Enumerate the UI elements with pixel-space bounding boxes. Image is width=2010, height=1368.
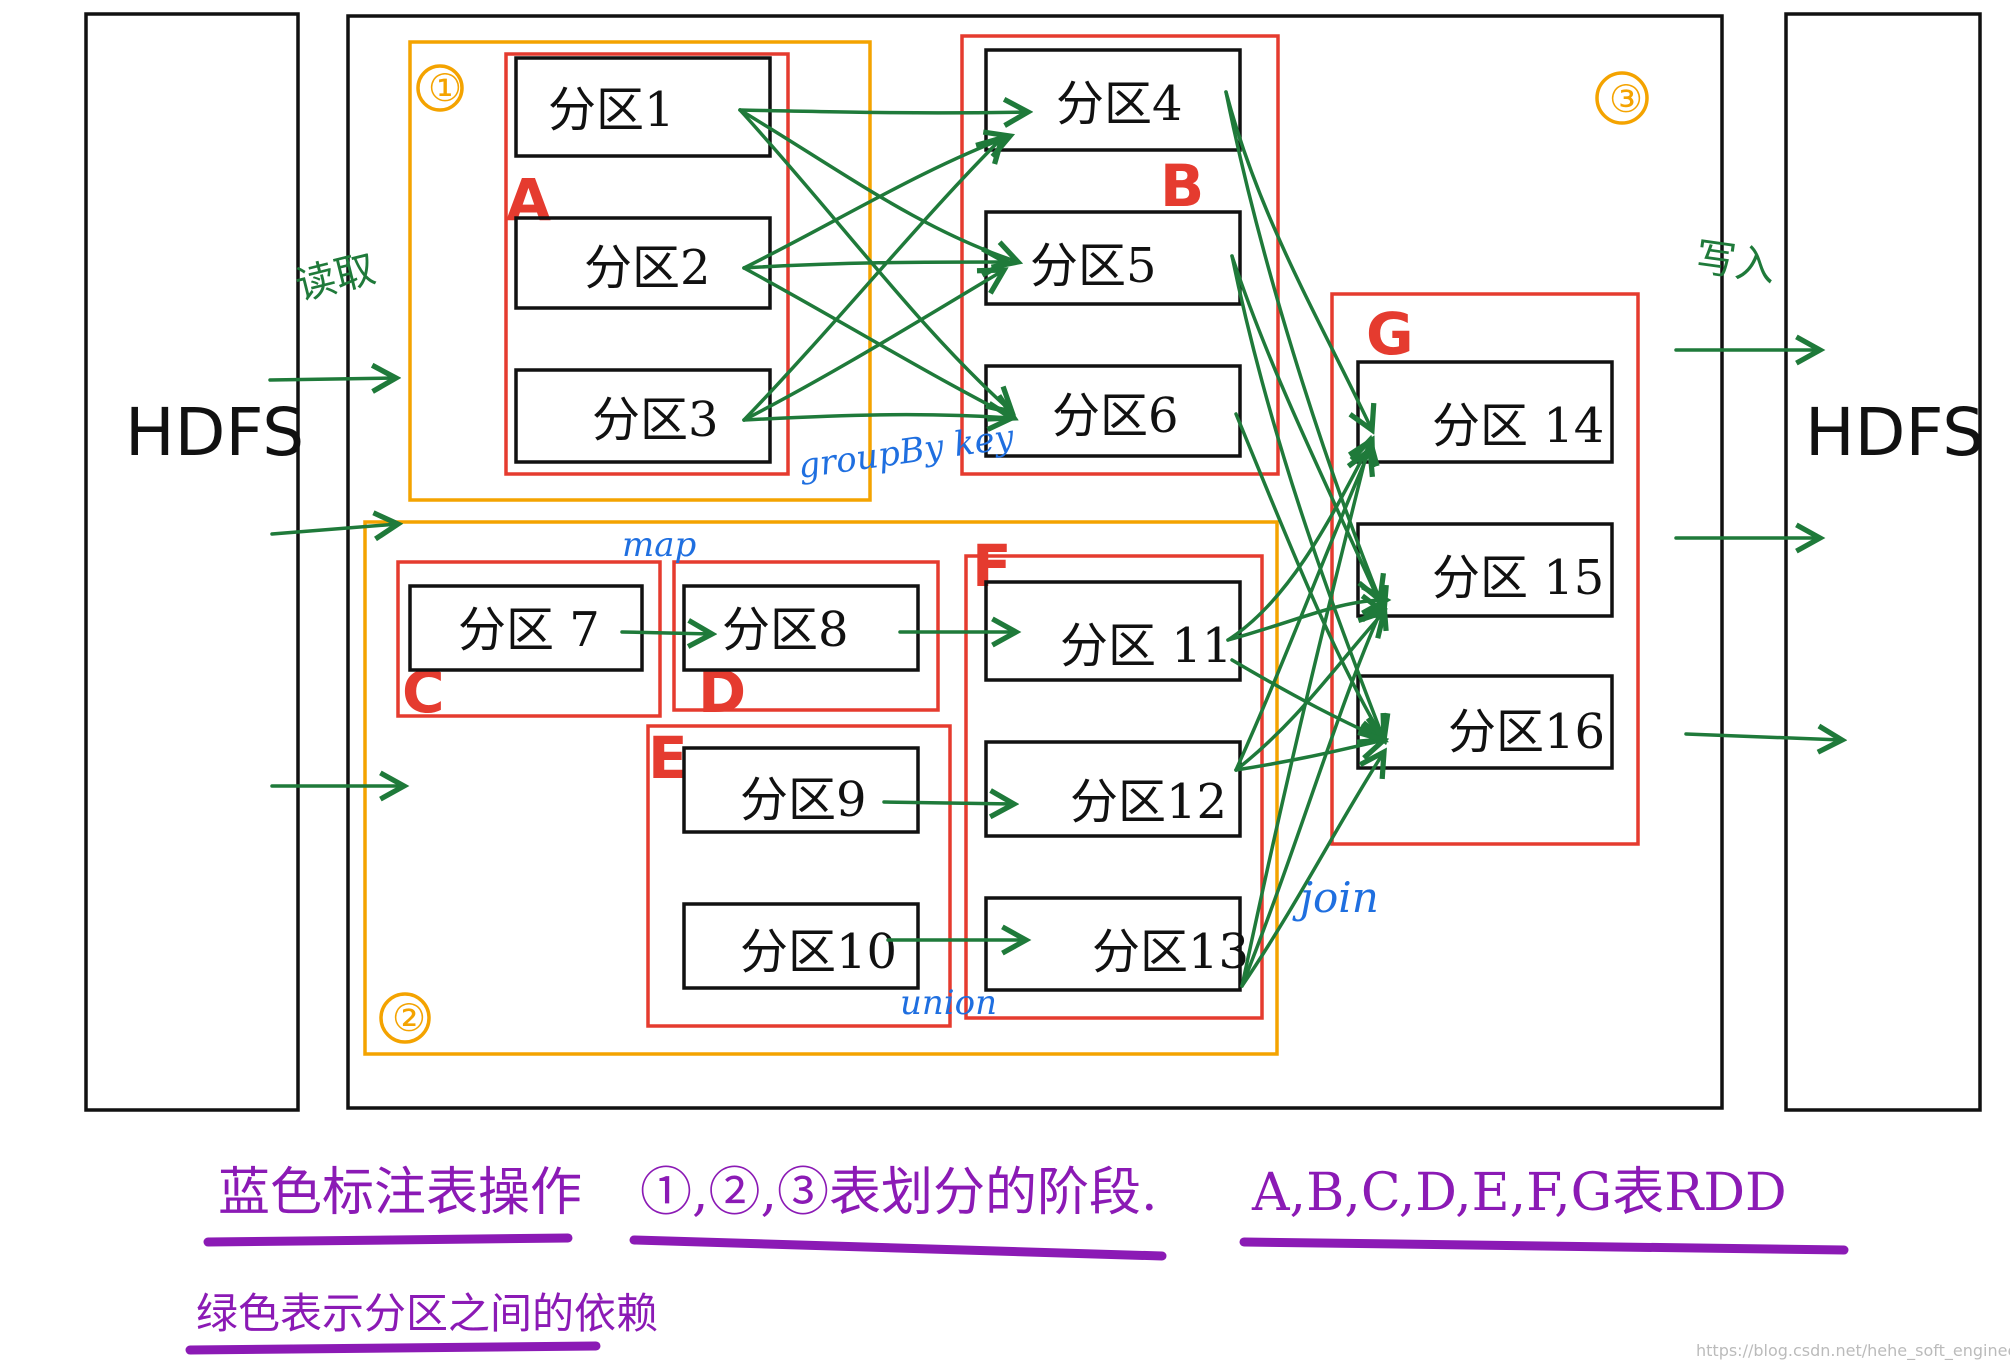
rdd-a-label: A: [506, 166, 551, 234]
stage-2-marker: [379, 992, 431, 1044]
op-groupbykey-label: groupBy key: [796, 417, 1017, 487]
stage-3-marker: [1595, 71, 1649, 125]
write-arrow-3: [1684, 734, 1842, 740]
partition-12: [984, 740, 1242, 838]
op-union-label: union: [900, 983, 997, 1023]
partition-6-label: 分区6: [1052, 388, 1179, 444]
op-join-label: join: [1292, 873, 1379, 922]
read-arrow-2: [270, 524, 398, 534]
stage-2-label: ②: [392, 996, 426, 1040]
partition-9: [682, 746, 920, 834]
hdfs-right-box: [1784, 12, 1982, 1112]
legend-blue-note: 蓝色标注表操作: [218, 1163, 582, 1223]
read-arrow-1: [268, 378, 396, 380]
write-label: 写入: [1693, 234, 1779, 291]
stage-1-label: ①: [428, 66, 462, 110]
partition-2: [514, 216, 772, 310]
partition-1-label: 分区1: [548, 82, 675, 138]
dep-p3-p6: [742, 415, 1012, 420]
partition-4: [984, 48, 1242, 152]
legend-stage-note: ①,②,③表划分的阶段.: [640, 1163, 1158, 1223]
dep-p5-p16: [1230, 254, 1384, 740]
dep-p5-p15: [1230, 254, 1384, 612]
dep-p12-p14: [1234, 450, 1370, 772]
partition-3-label: 分区3: [592, 392, 719, 448]
partition-8: [682, 584, 920, 672]
partition-16-label: 分区16: [1448, 704, 1605, 760]
legend-rdd-note: A,B,C,D,E,F,G表RDD: [1251, 1163, 1787, 1223]
join-dependencies: [1224, 90, 1386, 988]
op-map-label: map: [622, 525, 696, 565]
rdd-d-label: D: [698, 658, 746, 726]
rdd-b-box: [960, 34, 1280, 476]
stage-2-box: [363, 520, 1279, 1056]
dep-p1-p4: [738, 110, 1028, 113]
rdd-f-label: F: [972, 532, 1012, 600]
dep-p3-p4: [742, 138, 1002, 422]
rdd-g-label: G: [1366, 300, 1414, 368]
rdd-f-box: [964, 554, 1264, 1020]
dep-p13-p14: [1240, 440, 1370, 988]
rdd-c-box: [396, 560, 662, 718]
partition-12-label: 分区12: [1070, 774, 1227, 830]
rdd-d-box: [672, 560, 940, 712]
partition-13-label: 分区13: [1092, 924, 1249, 980]
partition-10-label: 分区10: [740, 924, 897, 980]
partition-7-label: 分区 7: [458, 602, 600, 658]
read-label: 读取: [291, 246, 380, 310]
watermark: https://blog.csdn.net/hehe_soft_engineer: [1696, 1341, 2010, 1361]
dep-p4-p14: [1224, 90, 1372, 430]
hdfs-left-label: HDFS: [125, 394, 304, 471]
rdd-g-box: [1330, 292, 1640, 846]
partition-1: [514, 56, 772, 158]
stage-1-marker: [416, 64, 464, 112]
groupbykey-dependencies: [738, 108, 1028, 422]
partition-14-label: 分区 14: [1432, 398, 1604, 454]
legend-stage-underline: [629, 1235, 1167, 1261]
partition-10: [682, 902, 920, 990]
partition-15-label: 分区 15: [1432, 550, 1604, 606]
dep-p12-p16: [1234, 740, 1384, 772]
legend-green-note: 绿色表示分区之间的依赖: [196, 1289, 658, 1338]
partition-8-label: 分区8: [722, 602, 849, 658]
spark-job-box: [346, 14, 1724, 1110]
partition-4-label: 分区4: [1056, 76, 1183, 132]
partition-13: [984, 896, 1242, 992]
rdd-e-label: E: [648, 724, 688, 792]
dep-p7-p8: [620, 632, 712, 634]
partition-2-label: 分区2: [584, 240, 711, 296]
rdd-b-label: B: [1160, 152, 1204, 220]
legend-blue-underline: [203, 1233, 573, 1247]
hdfs-right-label: HDFS: [1805, 394, 1984, 471]
stage-3-label: ③: [1609, 77, 1643, 121]
partition-3: [514, 368, 772, 464]
legend-rdd-underline: [1239, 1237, 1849, 1255]
dep-p1-p5: [738, 108, 1018, 262]
stage-1-box: [408, 40, 872, 502]
partition-5-label: 分区5: [1030, 238, 1157, 294]
dep-p9-p12: [882, 802, 1014, 804]
legend-green-underline: [185, 1341, 601, 1355]
dep-p2-p4: [742, 136, 1010, 270]
dep-p13-p16: [1240, 752, 1384, 988]
dep-p4-p15: [1224, 90, 1380, 600]
dep-p2-p5: [742, 262, 1006, 268]
dep-p13-p15: [1240, 604, 1384, 988]
partition-15: [1356, 522, 1614, 618]
partition-11-label: 分区 11: [1060, 618, 1232, 674]
rdd-e-box: [646, 724, 952, 1028]
dep-p6-p16: [1234, 412, 1384, 740]
partition-9-label: 分区9: [740, 772, 867, 828]
hdfs-left-box: [84, 12, 300, 1112]
partition-7: [408, 584, 644, 672]
dep-p3-p5: [742, 270, 1004, 422]
